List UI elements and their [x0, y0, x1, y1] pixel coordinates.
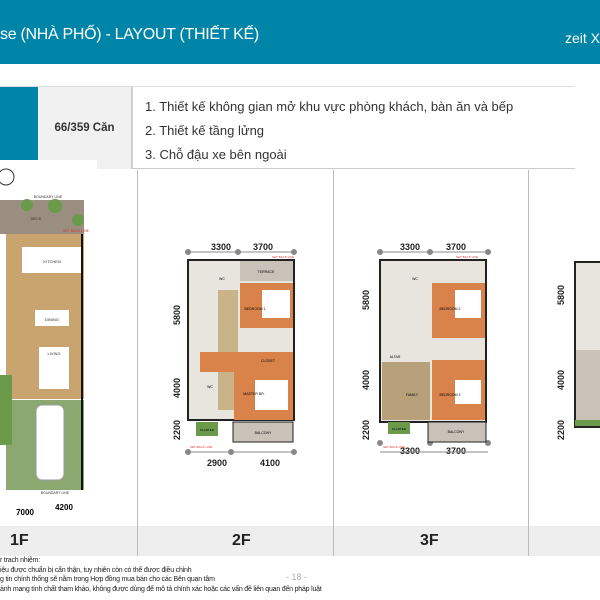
floor-plan-3f: 3300 3700 3300 3700 5800 4000 2200 WC BE…	[361, 242, 491, 456]
dimension-label: 3700	[446, 446, 466, 456]
column-divider	[528, 526, 529, 556]
column-divider	[137, 526, 138, 556]
floor-plan-1f: BOUNDARY LINE DECK SET BACK LINE KITCHEN…	[0, 160, 97, 525]
room-label: BEDROOM 3	[439, 393, 460, 397]
room-label: BALCONY	[255, 431, 272, 435]
dimension-label: 4000	[361, 370, 371, 390]
column-divider	[528, 170, 529, 555]
room-label: SET BACK LINE	[63, 229, 90, 233]
room-label: LIVING	[47, 351, 60, 356]
room-label: BOUNDARY LINE	[41, 491, 70, 495]
feature-item: 2. Thiết kế tầng lửng	[145, 123, 265, 138]
room-label: WC	[207, 385, 213, 389]
disclaimer: r trach nhiệm: iệu được chuẩn bị cẩn thậ…	[0, 556, 322, 594]
room-label: ALTAR	[390, 355, 401, 359]
room-label: KITCHEN	[43, 259, 61, 264]
header-bar: se (NHÀ PHỐ) - LAYOUT (THIẾT KẾ) zeit X	[0, 0, 600, 64]
dimension-label: 4000	[556, 370, 566, 390]
room-label: SET BACK LINE	[272, 255, 294, 259]
dimension-label: 2900	[207, 458, 227, 468]
feature-item: 3. Chỗ đậu xe bên ngoài	[145, 147, 287, 162]
room-label: SET BACK LINE	[190, 445, 212, 449]
dimension-label: 2200	[556, 420, 566, 440]
dimension-label: 2200	[172, 420, 182, 440]
floor-plan-2f: 3300 3700 2900 4100 5800 4000 2200 TERRA…	[172, 242, 297, 468]
room-label: FAMILY	[406, 393, 419, 397]
north-arrow-icon	[0, 168, 15, 186]
floor-label-3f: 3F	[420, 532, 439, 549]
feature-list: 1. Thiết kế không gian mở khu vực phòng …	[145, 95, 513, 167]
column-divider	[137, 170, 138, 555]
dimension-label: 3700	[253, 242, 273, 252]
room-label: PLANTER	[200, 428, 215, 432]
dimension-label: 3300	[211, 242, 231, 252]
room-label: BOUNDARY LINE	[34, 195, 63, 199]
dimension-label: 5800	[556, 285, 566, 305]
floor-label-bar: 1F 2F 3F	[0, 526, 600, 556]
dimension-label: 4100	[260, 458, 280, 468]
disclaimer-line: g tin chính thống sẽ nằm trong Hợp đồng …	[0, 576, 215, 583]
dimension-label: 3700	[446, 242, 466, 252]
column-divider	[333, 170, 334, 555]
disclaimer-line: r trach nhiệm:	[0, 557, 40, 564]
column-divider	[333, 526, 334, 556]
room-label: BEDROOM 1	[244, 307, 265, 311]
room-label: SET BACK LINE	[456, 255, 478, 259]
brand-logo: zeit X	[564, 30, 600, 46]
floor-label-1f: 1F	[10, 532, 29, 549]
summary-row: 66/359 Căn 1. Thiết kế không gian mở khu…	[0, 86, 575, 169]
room-label: DECK	[30, 216, 41, 221]
page-title: se (NHÀ PHỐ) - LAYOUT (THIẾT KẾ)	[0, 26, 259, 43]
disclaimer-line: iệu được chuẩn bị cẩn thận, tuy nhiên cò…	[0, 566, 192, 574]
dimension-label: 3300	[400, 446, 420, 456]
room-label: WC	[412, 277, 418, 281]
room-label: BEDROOM 2	[439, 307, 460, 311]
room-label: DINING	[45, 317, 59, 322]
unit-count: 66/359 Căn	[38, 87, 133, 169]
room-label: PLANTER	[392, 427, 407, 431]
dimension-label: 4200	[55, 503, 73, 512]
floor-plan-4f-partial: 5800 4000 2200	[556, 261, 600, 440]
dimension-label: 4000	[172, 378, 182, 398]
room-label: TERRACE	[258, 270, 275, 274]
summary-accent-cell	[0, 87, 38, 169]
dimension-label: 3300	[400, 242, 420, 252]
room-label: CLOSET	[261, 359, 276, 363]
page-number: - 18 -	[286, 572, 308, 582]
room-label: WC	[219, 277, 225, 281]
dimension-label: 5800	[172, 305, 182, 325]
room-label: BALCONY	[448, 430, 465, 434]
disclaimer-line: ảnh mang tính chất tham khảo, không được…	[0, 585, 322, 593]
dimension-label: 5800	[361, 290, 371, 310]
room-label: SET BACK LINE	[383, 445, 405, 449]
feature-item: 1. Thiết kế không gian mở khu vực phòng …	[145, 99, 514, 114]
floor-label-2f: 2F	[232, 532, 251, 549]
room-label: MASTER BR.	[243, 392, 264, 396]
dimension-label: 2200	[361, 420, 371, 440]
dimension-label: 7000	[16, 508, 34, 517]
